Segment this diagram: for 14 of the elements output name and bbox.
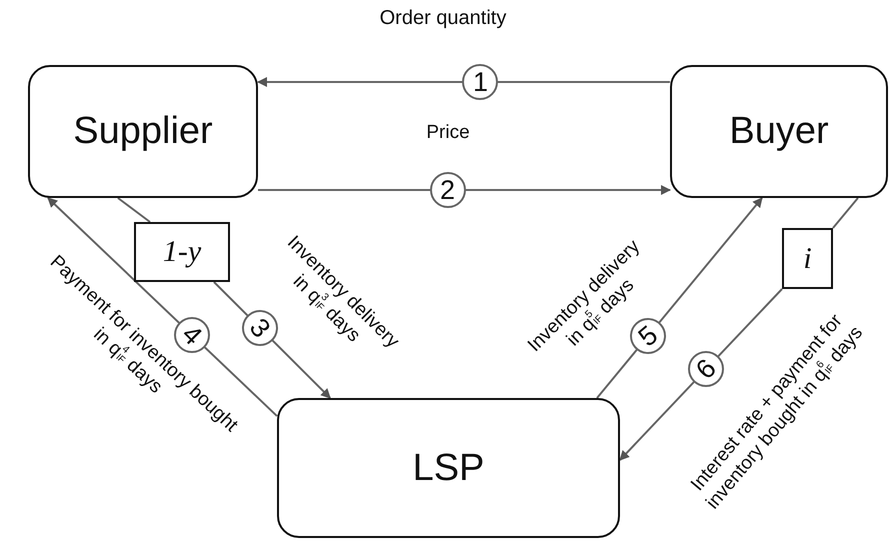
process-box: Supplier [28, 65, 258, 198]
factor-box: i [782, 228, 833, 289]
flow-label: Order quantity [378, 6, 508, 30]
process-box: Buyer [670, 65, 888, 198]
step-number: 2 [430, 172, 466, 208]
flow-label: Price [425, 122, 471, 144]
factor-box: 1-y [134, 222, 230, 282]
process-box: LSP [277, 398, 620, 538]
connector-line [117, 197, 151, 223]
arrow [47, 197, 278, 417]
arrow [258, 185, 671, 196]
arrow [257, 77, 670, 88]
step-number: 1 [462, 64, 498, 100]
connector-line [832, 197, 859, 229]
